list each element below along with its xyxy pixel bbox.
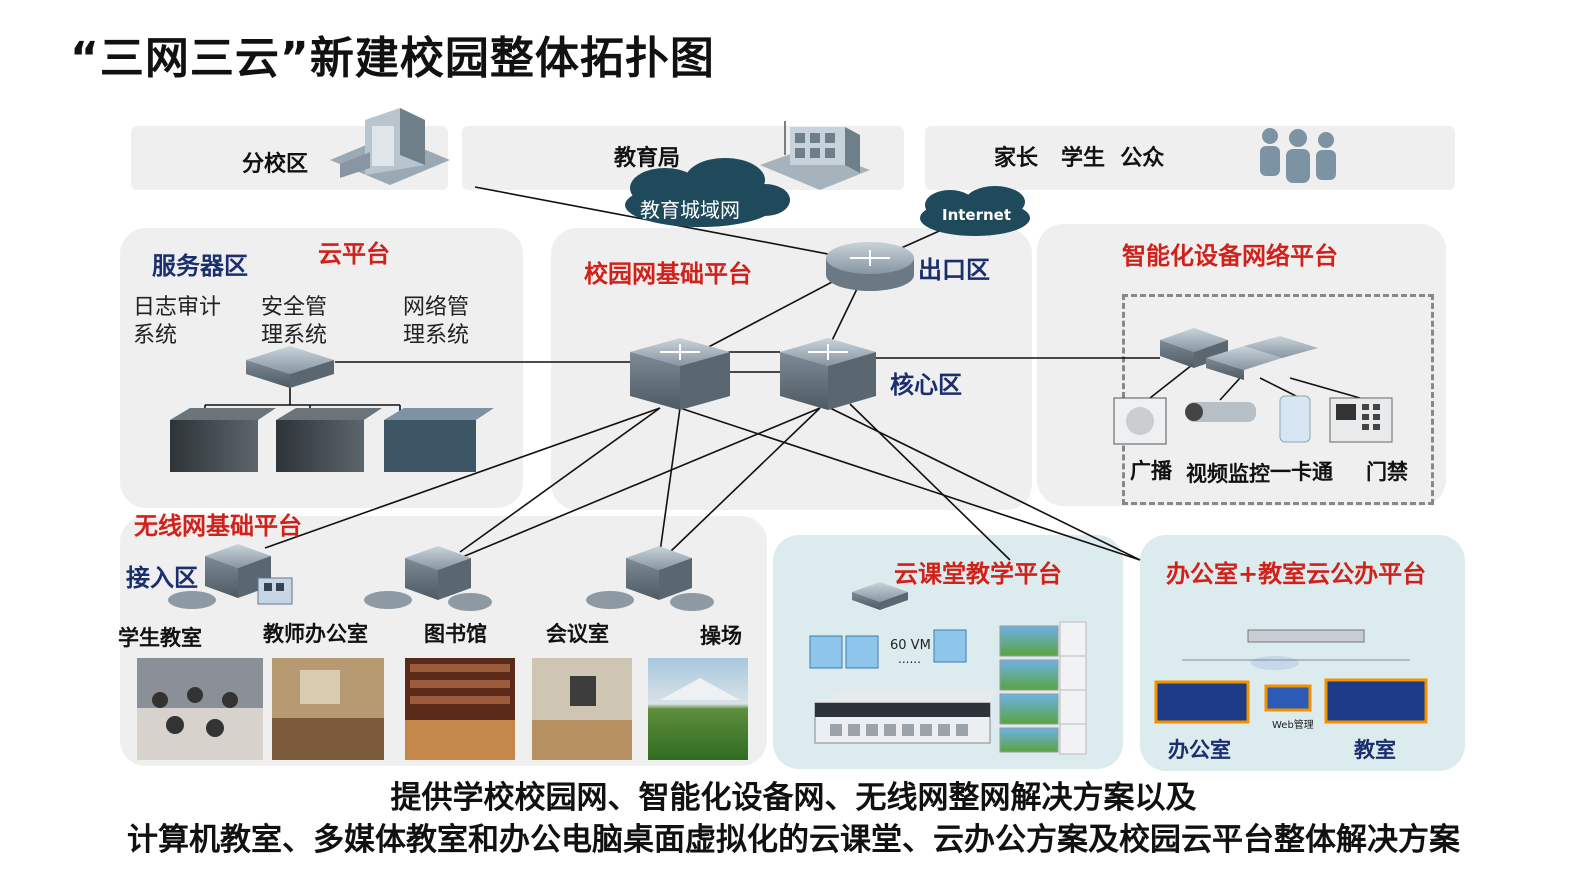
vm-cube-icon — [809, 629, 967, 669]
cloud-class-switch-icon — [852, 582, 908, 610]
link-core2-office — [829, 407, 1141, 561]
server-switch-icon — [246, 346, 334, 388]
cloud-platform-label: 云平台 — [318, 240, 390, 268]
access-switch-3-icon — [626, 546, 692, 600]
office-server-icon — [1182, 629, 1410, 670]
summary-line-2: 计算机教室、多媒体教室和办公电脑桌面虚拟化的云课堂、云办公方案及校园云平台整体解… — [127, 822, 1460, 858]
link-core2-access2 — [459, 407, 821, 559]
office-platform-label: 办公室+教室云公办平台 — [1166, 560, 1427, 588]
vm-count-label: 60 VM — [890, 638, 931, 653]
network-management-system-label: 网络管理系统 — [403, 295, 470, 348]
library-label: 图书馆 — [424, 622, 487, 646]
wireless-platform-label: 无线网基础平台 — [134, 512, 302, 540]
smart-platform-label: 智能化设备网络平台 — [1122, 242, 1338, 270]
public-label: 家长 学生 公众 — [994, 146, 1165, 171]
classroom-label: 教室 — [1354, 738, 1396, 762]
access-zone-label: 接入区 — [126, 564, 198, 592]
access-control-label: 门禁 — [1366, 460, 1408, 484]
school-building-icon — [330, 108, 450, 185]
server-2-icon — [276, 408, 382, 472]
server-3-icon — [384, 408, 494, 472]
exit-zone-label: 出口区 — [918, 256, 990, 284]
camera-icon — [1185, 402, 1256, 422]
speaker-icon — [1113, 397, 1167, 445]
storage-server-icon — [814, 690, 995, 744]
video-surveillance-label: 视频监控 — [1186, 462, 1270, 486]
desktop-screen-icon — [999, 621, 1087, 755]
core-zone-label: 核心区 — [890, 371, 962, 399]
student-classroom-label: 学生教室 — [118, 626, 202, 650]
meeting-room-photo — [532, 658, 632, 760]
people-icon — [1260, 128, 1336, 183]
cloud-class-label: 云课堂教学平台 — [894, 560, 1062, 588]
office-panel — [1140, 535, 1465, 771]
classroom-photo — [137, 658, 263, 760]
playground-photo — [648, 658, 748, 760]
ap-box-icon — [257, 577, 293, 605]
card-reader-icon — [1279, 395, 1311, 443]
city-network-cloud-icon — [625, 158, 790, 227]
smart-switch-icon — [1160, 328, 1318, 380]
page-title: “三网三云”新建校园整体拓扑图 — [70, 33, 715, 84]
office-label: 办公室 — [1168, 738, 1231, 762]
summary-line-1: 提供学校校园网、智能化设备网、无线网整网解决方案以及 — [390, 780, 1197, 816]
access-switch-2-icon — [405, 546, 471, 600]
link-core-office — [679, 407, 1141, 561]
core-switch-2-icon — [780, 338, 876, 410]
link-core-access1 — [264, 407, 661, 549]
teacher-office-label: 教师办公室 — [263, 622, 368, 646]
playground-label: 操场 — [700, 624, 742, 648]
log-audit-system-label: 日志审计系统 — [133, 295, 222, 348]
link-core-access2 — [459, 407, 661, 553]
internet-cloud-icon — [920, 186, 1030, 236]
security-management-system-label: 安全管理系统 — [261, 295, 328, 348]
keypad-icon — [1329, 397, 1393, 443]
library-photo — [405, 658, 515, 760]
campus-card-label: 一卡通 — [1270, 460, 1333, 484]
city-network-label: 教育城域网 — [640, 198, 740, 222]
public-box — [925, 126, 1455, 190]
bureau-label: 教育局 — [614, 146, 681, 171]
link-core-access3 — [659, 407, 681, 553]
branch-label: 分校区 — [242, 152, 309, 177]
office-terminals-icon — [1154, 678, 1428, 724]
link-core2-access3 — [669, 407, 821, 553]
campus-platform-label: 校园网基础平台 — [584, 260, 752, 288]
web-management-label: Web管理 — [1272, 720, 1314, 731]
teacher-office-photo — [272, 658, 384, 760]
link-core2-cloudclass — [849, 403, 1011, 561]
server-zone-label: 服务器区 — [152, 252, 248, 280]
meeting-room-label: 会议室 — [546, 622, 609, 646]
wireless-ap-icon — [168, 591, 714, 611]
bureau-building-icon — [760, 121, 870, 190]
vm-ellipsis: ...... — [898, 652, 921, 666]
server-1-icon — [170, 408, 276, 472]
exit-router-icon — [826, 242, 914, 291]
broadcast-label: 广播 — [1130, 459, 1172, 483]
core-switch-1-icon — [630, 338, 730, 410]
internet-label: Internet — [942, 206, 1012, 224]
